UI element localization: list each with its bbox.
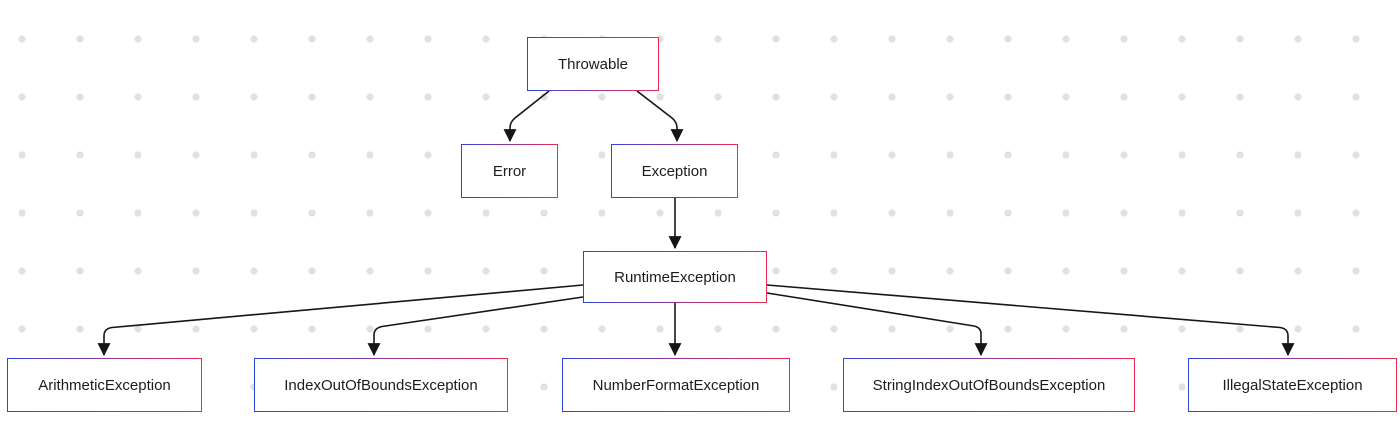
- edge-runtimeexception-stringindexoutofboundsexception: [766, 292, 988, 357]
- edge-throwable-error: [503, 90, 550, 143]
- edge-runtimeexception-arithmeticexception: [97, 284, 584, 357]
- node-throwable-label: Throwable: [557, 55, 629, 73]
- node-illegal-state-exception[interactable]: IllegalStateException: [1188, 358, 1397, 412]
- node-index-out-of-bounds-exception-label: IndexOutOfBoundsException: [284, 376, 478, 394]
- edge-throwable-exception: [636, 90, 684, 143]
- node-throwable[interactable]: Throwable: [527, 37, 659, 91]
- node-arithmetic-exception[interactable]: ArithmeticException: [7, 358, 202, 412]
- node-error[interactable]: Error: [461, 144, 558, 198]
- edge-runtimeexception-indexoutofboundsexception: [367, 296, 584, 357]
- node-string-index-out-of-bounds-exception-label: StringIndexOutOfBoundsException: [872, 376, 1106, 394]
- edge-runtimeexception-illegalstateexception: [766, 284, 1295, 357]
- node-runtime-exception[interactable]: RuntimeException: [583, 251, 767, 303]
- node-illegal-state-exception-label: IllegalStateException: [1222, 376, 1363, 394]
- node-string-index-out-of-bounds-exception[interactable]: StringIndexOutOfBoundsException: [843, 358, 1135, 412]
- node-arithmetic-exception-label: ArithmeticException: [38, 376, 171, 394]
- node-exception[interactable]: Exception: [611, 144, 738, 198]
- node-number-format-exception-label: NumberFormatException: [592, 376, 760, 394]
- node-number-format-exception[interactable]: NumberFormatException: [562, 358, 790, 412]
- node-index-out-of-bounds-exception[interactable]: IndexOutOfBoundsException: [254, 358, 508, 412]
- node-error-label: Error: [492, 162, 527, 180]
- node-exception-label: Exception: [641, 162, 708, 180]
- node-runtime-exception-label: RuntimeException: [614, 268, 736, 286]
